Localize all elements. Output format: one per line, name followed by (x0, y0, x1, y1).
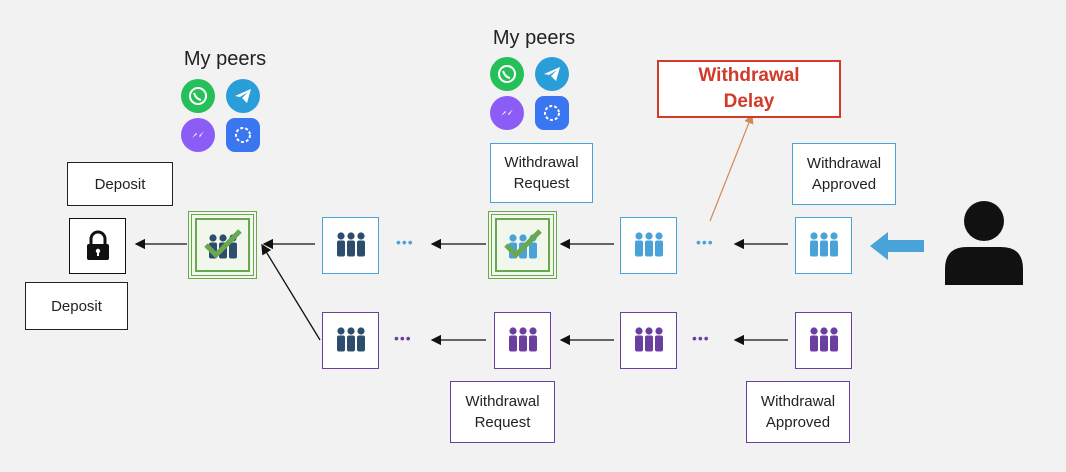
people-group-icon (336, 326, 365, 351)
people-group-icon (634, 326, 663, 351)
signal-icon (226, 118, 260, 152)
withdrawal-delay-box: Withdrawal Delay (657, 60, 841, 118)
group-node-navy-bottom (322, 312, 379, 369)
people-group-icon (508, 326, 537, 351)
delay-pointer (709, 113, 754, 222)
telegram-icon (226, 79, 260, 113)
purple-withdrawal-approved-callout: Withdrawal Approved (746, 381, 850, 443)
deposit-callout-top: Deposit (67, 162, 173, 206)
group-node-purple-1 (494, 312, 551, 369)
people-group-icon (809, 326, 838, 351)
user-icon (945, 201, 1023, 285)
signal-icon (535, 96, 569, 130)
purple-withdrawal-request-callout: Withdrawal Request (450, 381, 555, 443)
ellipsis-top-2: ••• (696, 234, 714, 250)
checked-group-icon (503, 229, 542, 259)
whatsapp-icon (490, 57, 524, 91)
people-group-icon (634, 231, 663, 256)
whatsapp-icon (181, 79, 215, 113)
people-group-icon (336, 231, 365, 256)
user-arrow-icon (870, 232, 924, 260)
deposit-callout-bottom: Deposit (25, 282, 128, 330)
ellipsis-bottom-1: ••• (394, 330, 412, 346)
group-node-purple-3 (795, 312, 852, 369)
messenger-icon (490, 96, 524, 130)
center-peers-title: My peers (492, 27, 576, 49)
group-node-blue-top-2 (795, 217, 852, 274)
people-group-icon (809, 231, 838, 256)
ellipsis-top-1: ••• (396, 234, 414, 250)
blue-withdrawal-approved-callout: Withdrawal Approved (792, 143, 896, 205)
lock-icon (86, 230, 109, 260)
group-node-navy-top (322, 217, 379, 274)
approved-group-node-left (188, 211, 257, 279)
left-peers-title: My peers (183, 48, 267, 70)
messenger-icon (181, 118, 215, 152)
checked-group-icon (203, 229, 242, 259)
ellipsis-bottom-2: ••• (692, 330, 710, 346)
approved-group-node-center (488, 211, 557, 279)
group-node-purple-2 (620, 312, 677, 369)
blue-withdrawal-request-callout: Withdrawal Request (490, 143, 593, 203)
telegram-icon (535, 57, 569, 91)
group-node-blue-top-1 (620, 217, 677, 274)
deposit-lock (69, 218, 126, 274)
arrow-purple1-to-group1 (261, 243, 321, 341)
